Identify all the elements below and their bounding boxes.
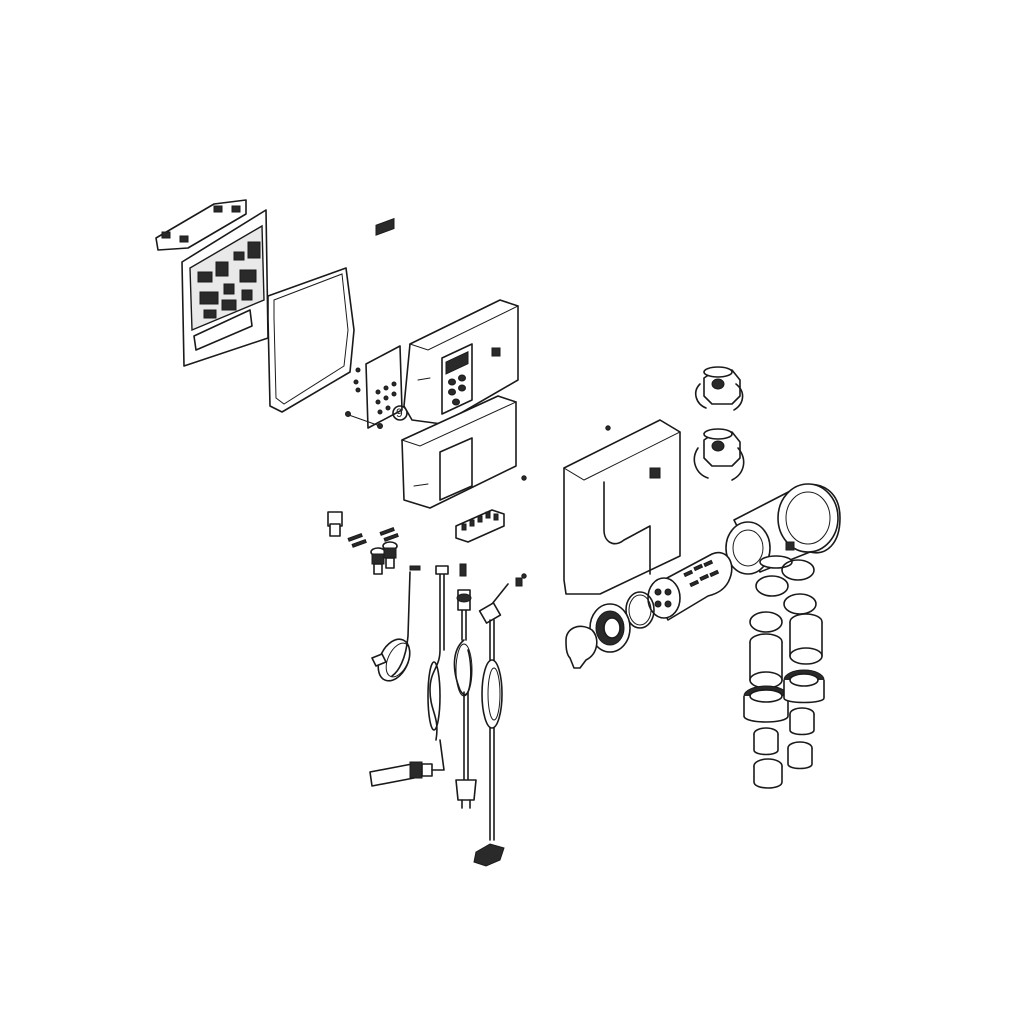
union-nut-left <box>743 685 789 723</box>
end-cap <box>565 625 598 669</box>
electrode-o-ring <box>625 591 655 629</box>
union-tail-right <box>789 613 823 665</box>
union-tail-left <box>749 633 783 689</box>
front-cover-upper <box>403 299 520 425</box>
locking-ring <box>589 603 631 653</box>
front-cover-lower <box>400 395 518 509</box>
pipe-clamp-lower <box>693 428 745 481</box>
flow-probe-cable <box>369 565 449 787</box>
control-circuit-board <box>155 199 269 367</box>
pipe-clamp-upper <box>694 366 744 411</box>
electrode <box>647 551 733 621</box>
cell-t-body <box>725 483 841 575</box>
cell-cable <box>473 577 523 867</box>
union-nut-right <box>783 669 825 704</box>
callout-label: 9 <box>396 406 403 420</box>
display-board <box>345 217 403 429</box>
housing-gasket <box>267 267 355 413</box>
cable-glands <box>327 511 399 575</box>
reducer-sleeves <box>753 707 815 789</box>
callout-9: 9 <box>392 405 408 421</box>
screws <box>353 379 611 579</box>
cell-housing-cover <box>562 419 682 595</box>
terminal-block <box>455 509 505 543</box>
power-cable <box>453 563 477 809</box>
sensor-cable-coiled <box>371 565 421 682</box>
